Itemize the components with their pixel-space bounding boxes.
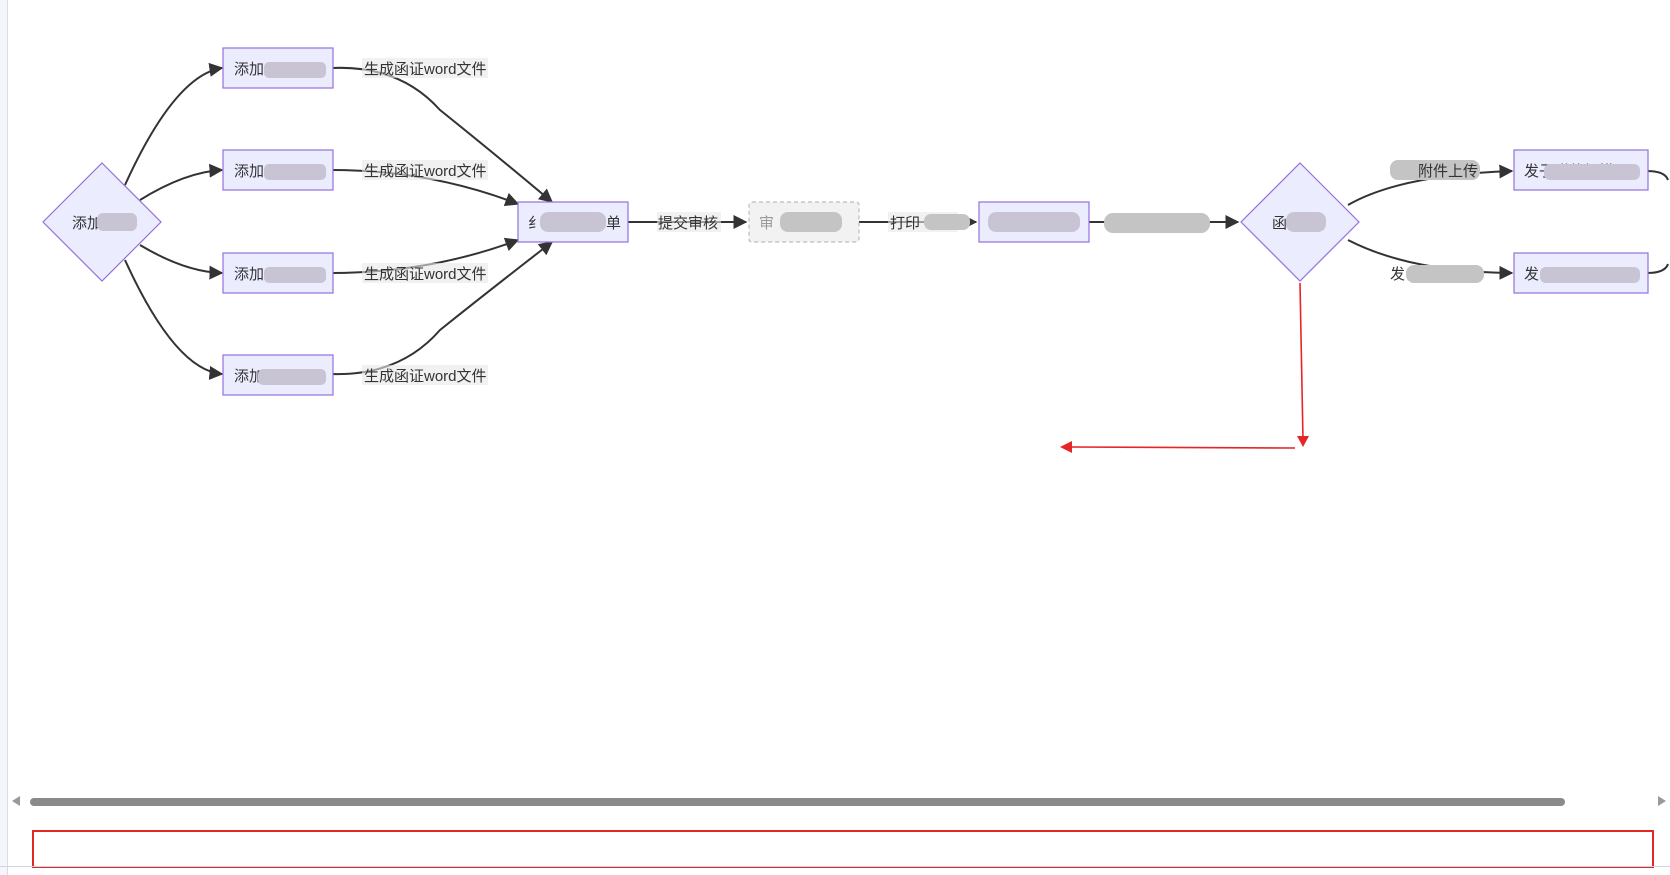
edge-label-gen-4: 生成函证word文件 [362, 365, 488, 385]
node-attach-2: 发 [1513, 252, 1649, 294]
node-print-target [978, 201, 1090, 243]
node-decision-2: 函 [1240, 162, 1360, 282]
edge-label-submit: 提交审核 [657, 212, 721, 232]
edge-attach2-out [1646, 263, 1669, 274]
window-bottom-border [0, 866, 1670, 867]
svg-text:添加: 添加 [234, 368, 264, 385]
svg-text:打印: 打印 [890, 215, 920, 232]
edge-start-add4 [124, 259, 224, 380]
svg-text:单: 单 [606, 215, 621, 232]
window-left-border [0, 0, 8, 875]
node-review: 审 [748, 201, 860, 243]
svg-text:提交审核: 提交审核 [658, 214, 718, 232]
node-add-3: 添加 [222, 252, 334, 294]
svg-text:发: 发 [1390, 266, 1405, 283]
node-start-decision-label: 添加 [72, 215, 102, 232]
svg-text:添加: 添加 [234, 266, 264, 283]
node-add-1: 添加 [222, 47, 334, 89]
scrollbar-highlight-box [32, 830, 1654, 868]
svg-text:纟: 纟 [528, 215, 543, 232]
node-add-4: 添加 [222, 354, 334, 396]
annotation-arrows [1060, 282, 1309, 453]
edge-label-print: 打印 [888, 212, 970, 232]
edge-label-blurred [1104, 213, 1210, 233]
svg-text:添加: 添加 [234, 163, 264, 180]
svg-text:审: 审 [759, 215, 774, 232]
node-attach-1: 发子附件扫描 [1513, 149, 1649, 191]
svg-text:函: 函 [1272, 215, 1287, 232]
node-merge: 纟 单 [517, 201, 629, 243]
node-add-2: 添加 [222, 149, 334, 191]
edge-label-branch-2: 发 [1390, 265, 1484, 283]
edge-attach1-out [1646, 170, 1669, 181]
svg-text:生成函证word文件: 生成函证word文件 [364, 61, 487, 78]
scroll-thumb[interactable] [30, 798, 1565, 806]
edge-start-add1 [124, 62, 224, 186]
svg-text:发: 发 [1524, 266, 1539, 283]
flowchart: 添加 添加 添加 添加 添加 生成函证word文件 生成函证word文件 生成函… [42, 47, 1669, 453]
scroll-left-icon[interactable] [12, 796, 20, 806]
svg-text:添加: 添加 [234, 61, 264, 78]
edge-label-branch-1: 附件上传 [1390, 160, 1480, 180]
scroll-right-icon[interactable] [1658, 796, 1666, 806]
svg-text:生成函证word文件: 生成函证word文件 [364, 266, 487, 283]
edge-decision2-attach1 [1347, 164, 1514, 206]
svg-text:生成函证word文件: 生成函证word文件 [364, 163, 487, 180]
node-start-decision: 添加 [42, 162, 162, 282]
edge-start-add3 [139, 244, 224, 280]
svg-text:附件上传: 附件上传 [1418, 163, 1478, 180]
edge-label-gen-3: 生成函证word文件 [362, 263, 488, 283]
svg-text:生成函证word文件: 生成函证word文件 [364, 368, 487, 385]
edge-start-add2 [139, 163, 224, 201]
edge-decision2-attach2 [1347, 239, 1514, 280]
edge-label-gen-1: 生成函证word文件 [362, 58, 488, 78]
edge-label-gen-2: 生成函证word文件 [362, 160, 488, 180]
